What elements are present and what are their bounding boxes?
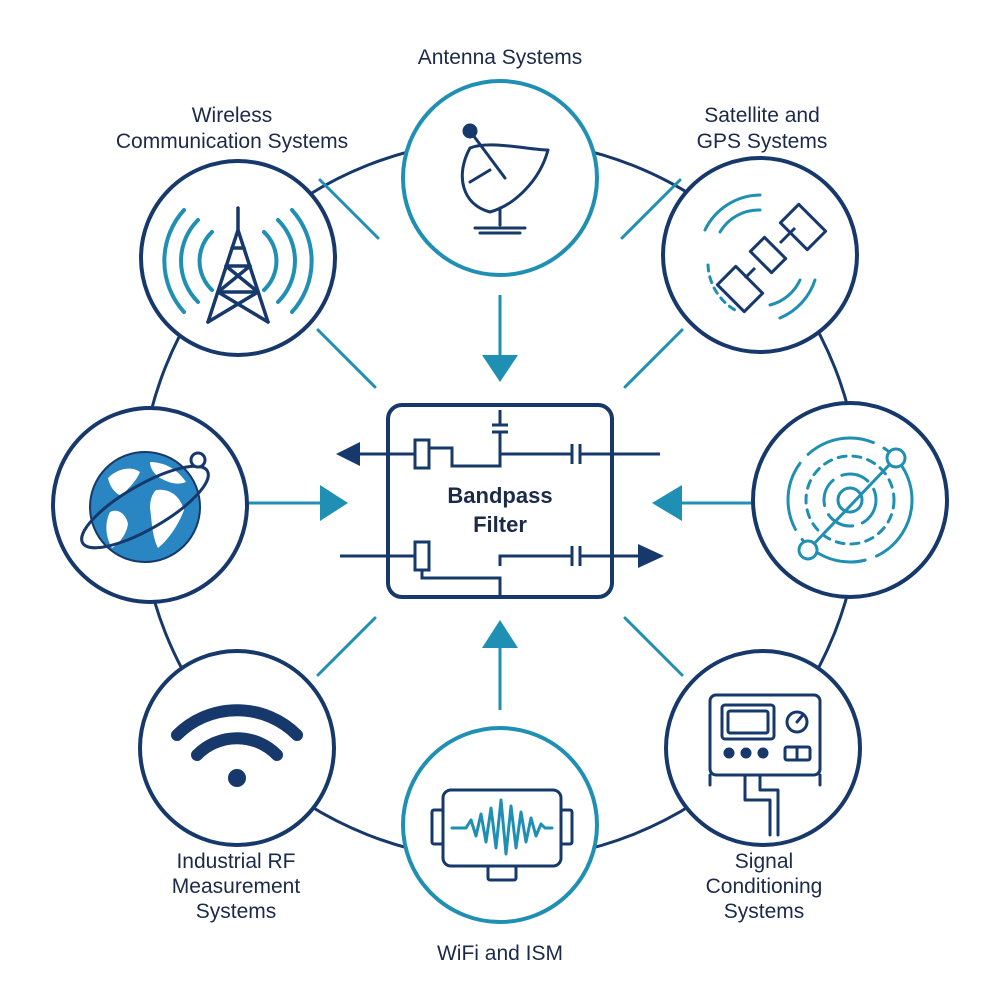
- center-title-line2: Filter: [473, 512, 527, 537]
- label-industrial-line1: Industrial RF: [176, 850, 295, 873]
- node-antenna: Antenna Systems: [401, 46, 599, 277]
- node-signal-conditioning: Signal Conditioning Systems: [664, 649, 862, 923]
- bandpass-filter-block: Bandpass Filter: [336, 403, 664, 599]
- satellite-icon: [703, 193, 828, 320]
- flow-arrows: [245, 295, 755, 710]
- circuit-traces: [340, 410, 660, 597]
- center-title-line1: Bandpass: [447, 483, 552, 508]
- node-satellite: Satellite and GPS Systems: [661, 104, 859, 354]
- node-wifi-ism: WiFi and ISM: [401, 726, 599, 965]
- label-signal-line1: Signal: [735, 850, 793, 873]
- label-satellite-line1: Satellite and: [704, 104, 820, 127]
- label-wireless-line1: Wireless: [192, 104, 273, 127]
- spokes: [316, 178, 684, 677]
- output-arrow-left-icon: [336, 442, 360, 466]
- instrument-panel-icon: [708, 693, 822, 837]
- label-signal-line3: Systems: [724, 900, 805, 923]
- label-wireless-line2: Communication Systems: [116, 130, 348, 153]
- waveform-icon: [430, 788, 574, 882]
- wifi-icon: [171, 704, 303, 787]
- label-satellite-line2: GPS Systems: [697, 130, 828, 153]
- cell-tower-icon: [162, 206, 314, 324]
- label-industrial-line2: Measurement: [172, 875, 301, 898]
- label-industrial-line3: Systems: [196, 900, 277, 923]
- globe-icon: [80, 451, 210, 563]
- node-wireless: Wireless Communication Systems: [116, 104, 348, 357]
- output-arrow-right-icon: [638, 544, 664, 568]
- node-globe: [51, 406, 249, 604]
- satellite-dish-icon: [460, 123, 550, 235]
- label-signal-line2: Conditioning: [706, 875, 823, 898]
- node-radar: [751, 401, 949, 599]
- label-wifi-ism-line1: WiFi and ISM: [437, 942, 563, 965]
- node-industrial-rf: Industrial RF Measurement Systems: [138, 649, 336, 923]
- label-antenna-line1: Antenna Systems: [418, 46, 583, 69]
- radar-icon: [786, 436, 914, 564]
